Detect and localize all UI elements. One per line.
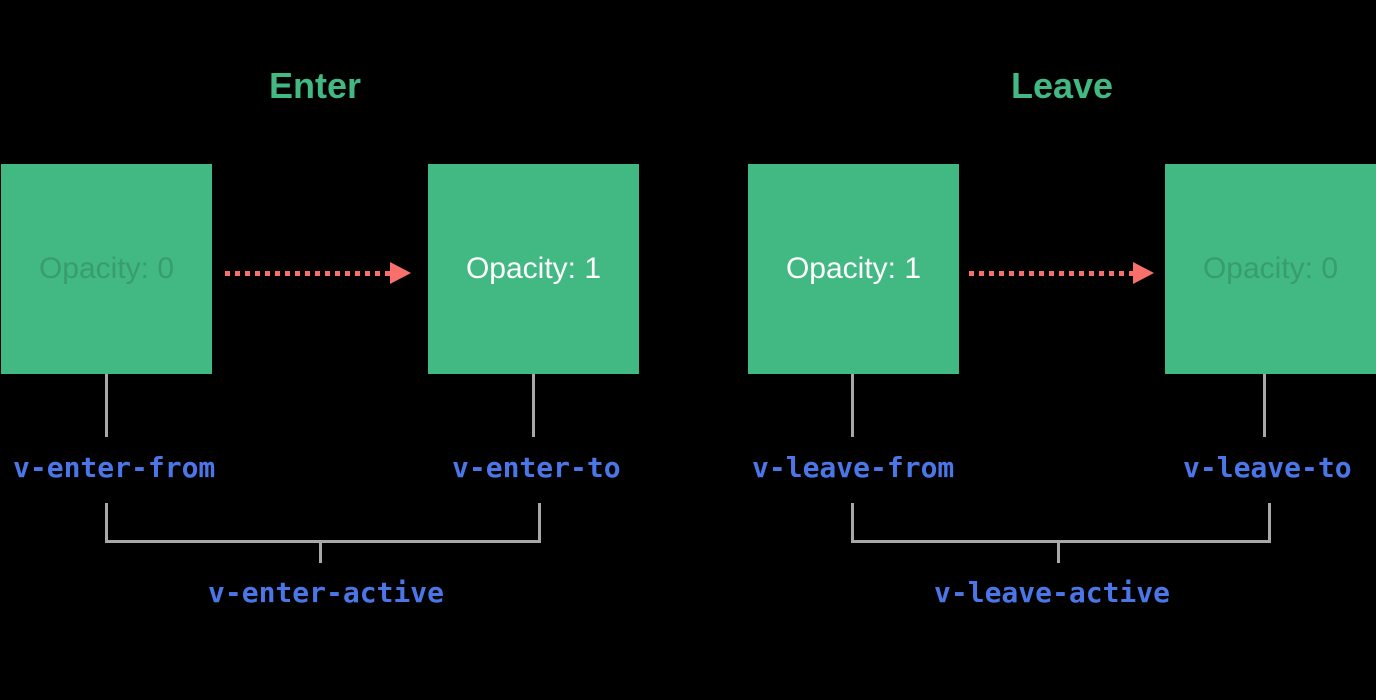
connector-stem (532, 374, 535, 437)
leave-title: Leave (1010, 65, 1114, 106)
opacity-label: Opacity: 1 (785, 252, 922, 285)
connector-stem (851, 374, 854, 437)
connector-stem (1263, 374, 1266, 437)
bracket-tick (319, 540, 322, 563)
enter-active-bracket (105, 503, 541, 543)
enter-transition-arrow (225, 262, 411, 285)
opacity-label: Opacity: 0 (1202, 252, 1339, 285)
enter-to-class-label: v-enter-to (452, 451, 621, 484)
bracket-tick (1057, 540, 1060, 563)
dashed-line (225, 271, 392, 276)
opacity-label: Opacity: 0 (38, 252, 175, 285)
enter-active-class-label: v-enter-active (208, 576, 445, 609)
leave-from-box: Opacity: 1 (748, 164, 959, 374)
connector-stem (105, 374, 108, 437)
leave-active-class-label: v-leave-active (934, 576, 1171, 609)
leave-to-class-label: v-leave-to (1183, 451, 1352, 484)
enter-to-box: Opacity: 1 (428, 164, 639, 374)
arrowhead-icon (1133, 262, 1154, 284)
leave-transition-arrow (969, 262, 1154, 285)
leave-to-box: Opacity: 0 (1165, 164, 1376, 374)
leave-from-class-label: v-leave-from (752, 451, 955, 484)
enter-from-box: Opacity: 0 (1, 164, 212, 374)
arrowhead-icon (390, 262, 411, 284)
opacity-label: Opacity: 1 (465, 252, 602, 285)
enter-from-class-label: v-enter-from (13, 451, 216, 484)
enter-title: Enter (268, 65, 362, 106)
dashed-line (969, 271, 1135, 276)
leave-active-bracket (851, 503, 1271, 543)
